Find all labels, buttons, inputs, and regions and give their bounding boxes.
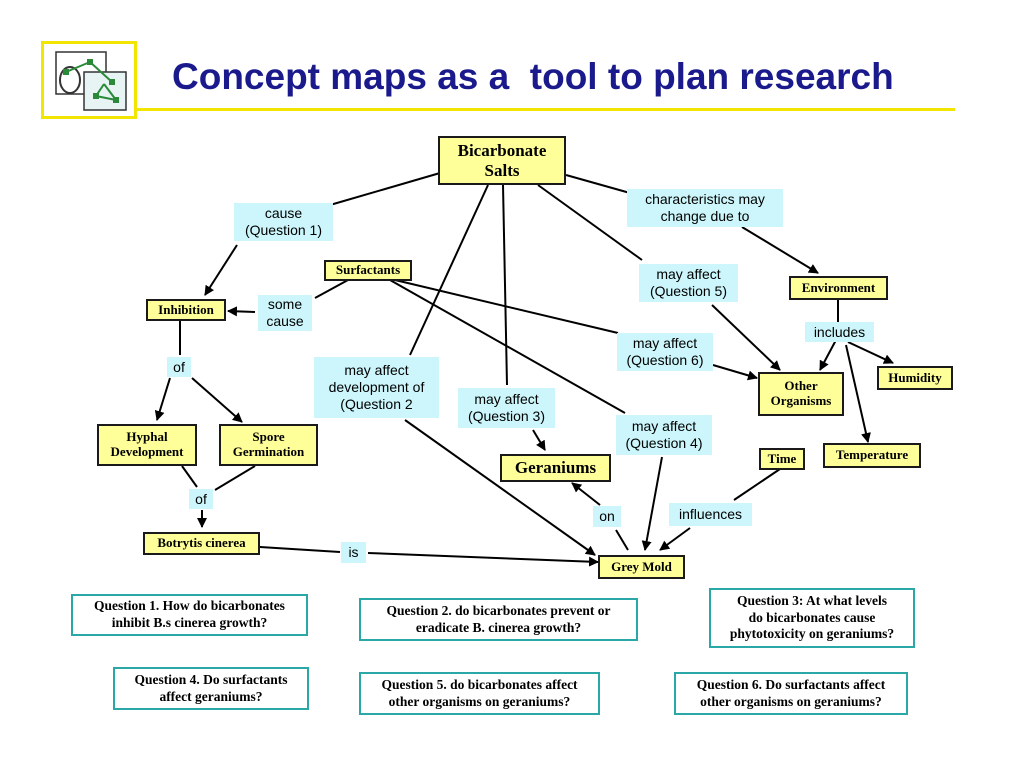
node-inhibition: Inhibition [146,299,226,321]
node-bicarbonate-salts: Bicarbonate Salts [438,136,566,185]
link-label-may-affect-development-question-2: may affect development of (Question 2 [314,357,439,418]
link-label-may-affect-question-3: may affect (Question 3) [458,388,555,428]
question-3-box: Question 3: At what levels do bicarbonat… [709,588,915,648]
node-grey-mold: Grey Mold [598,555,685,579]
link-label-of-botrytis: of [189,489,213,509]
link-label-includes: includes [805,322,874,342]
slide-title: Concept maps as a tool to plan research [172,56,894,97]
node-hyphal-development: Hyphal Development [97,424,197,466]
node-other-organisms: Other Organisms [758,372,844,416]
node-spore-germination: Spore Germination [219,424,318,466]
link-label-may-affect-question-4: may affect (Question 4) [616,415,712,455]
question-5-box: Question 5. do bicarbonates affect other… [359,672,600,715]
node-surfactants: Surfactants [324,260,412,281]
concept-map-icon [55,51,127,111]
node-environment: Environment [789,276,888,300]
link-label-is: is [341,542,366,563]
link-label-of-inhibition: of [167,357,191,377]
node-humidity: Humidity [877,366,953,390]
link-label-influences: influences [669,503,752,526]
node-botrytis-cinerea: Botrytis cinerea [143,532,260,555]
link-label-some-cause: some cause [258,295,312,331]
question-2-box: Question 2. do bicarbonates prevent or e… [359,598,638,641]
question-1-box: Question 1. How do bicarbonates inhibit … [71,594,308,636]
node-time: Time [759,448,805,470]
question-4-box: Question 4. Do surfactants affect gerani… [113,667,309,710]
node-temperature: Temperature [823,443,921,468]
node-geraniums: Geraniums [500,454,611,482]
link-label-on: on [593,506,621,527]
link-label-may-affect-question-5: may affect (Question 5) [639,264,738,302]
title-underline [137,108,955,111]
link-label-may-affect-question-6: may affect (Question 6) [617,333,713,371]
question-6-box: Question 6. Do surfactants affect other … [674,672,908,715]
link-label-characteristics-may-change: characteristics may change due to [627,189,783,227]
logo [41,41,137,119]
link-label-cause-question-1: cause (Question 1) [234,203,333,241]
